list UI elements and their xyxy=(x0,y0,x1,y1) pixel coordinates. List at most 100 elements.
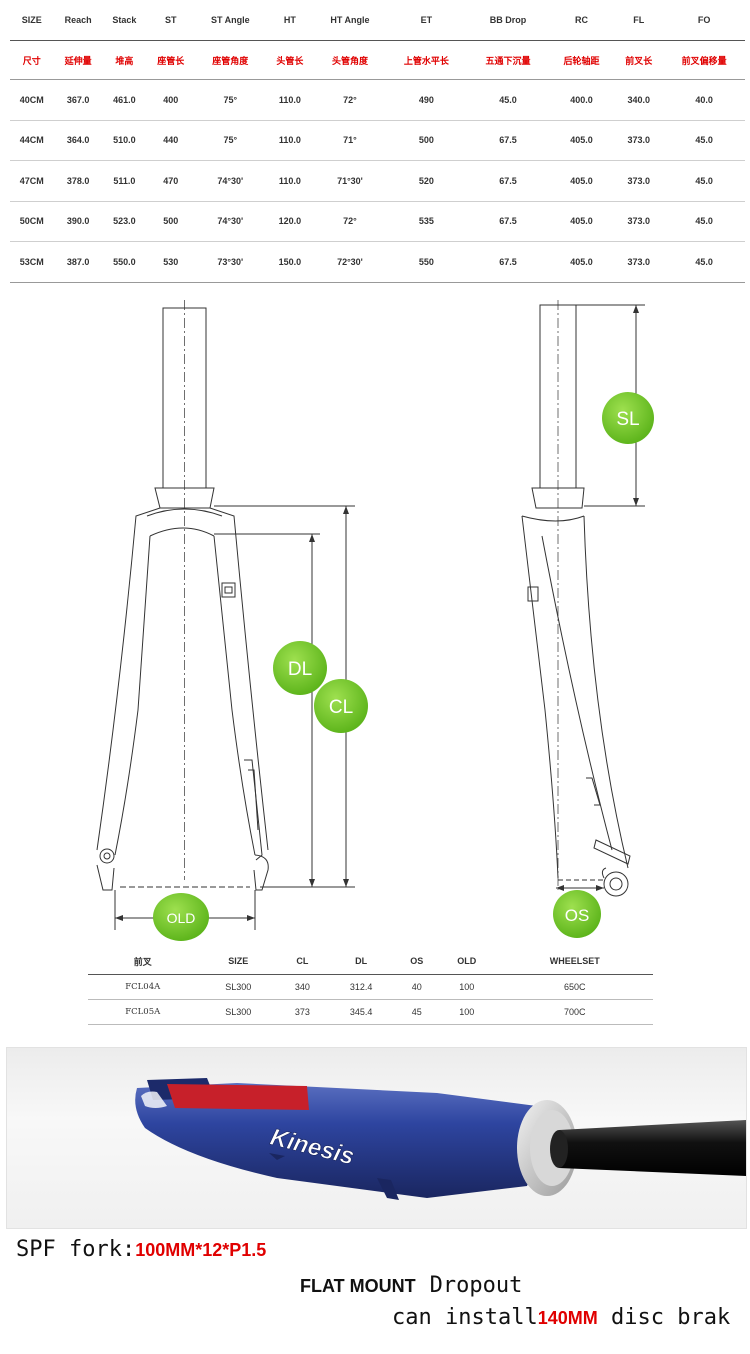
geometry-cell-2: 510.0 xyxy=(102,120,147,161)
geometry-cell-1: 390.0 xyxy=(53,201,103,242)
geometry-cell-5: 110.0 xyxy=(265,79,315,121)
geometry-header-cn-cell-7: 上管水平长 xyxy=(385,40,468,80)
svg-text:DL: DL xyxy=(288,659,312,680)
geometry-header-cn-cell-5: 头管长 xyxy=(265,40,315,80)
geometry-header-en-cell-6: HT Angle xyxy=(314,0,386,41)
geometry-cell-10: 373.0 xyxy=(614,120,664,161)
fork-diagram: SL DL CL OLD OS xyxy=(96,300,654,941)
fork-cell-0: FCL05A xyxy=(88,999,198,1025)
geometry-header-cn-cell-6: 头管角度 xyxy=(314,40,386,80)
geometry-header-en-cell-9: RC xyxy=(548,0,615,41)
geometry-cell-0: 53CM xyxy=(10,241,54,283)
geometry-cell-1: 367.0 xyxy=(53,79,103,121)
fork-front-view xyxy=(96,300,269,891)
product-photo: Kinesis xyxy=(6,1047,747,1229)
geometry-cell-6: 72° xyxy=(314,201,386,242)
geometry-cell-5: 150.0 xyxy=(265,241,315,283)
fork-cell-6: 700C xyxy=(496,999,653,1025)
geometry-cell-3: 530 xyxy=(146,241,196,283)
geometry-header-en-cell-8: BB Drop xyxy=(467,0,549,41)
geometry-header-cn-cell-3: 座管长 xyxy=(146,40,196,80)
geometry-cell-6: 72° xyxy=(314,79,386,121)
label-os: OS xyxy=(553,890,601,938)
caption-disc-brake: can install140MM disc brak xyxy=(392,1305,730,1330)
geometry-cell-0: 47CM xyxy=(10,160,54,202)
geometry-cell-8: 67.5 xyxy=(467,120,549,161)
geometry-cell-4: 75° xyxy=(195,79,266,121)
geometry-cell-2: 461.0 xyxy=(102,79,147,121)
geometry-cell-4: 74°30' xyxy=(195,201,266,242)
geometry-cell-7: 550 xyxy=(385,241,468,283)
geometry-cell-3: 500 xyxy=(146,201,196,242)
geometry-cell-11: 40.0 xyxy=(663,79,745,121)
geometry-header-en-cell-11: FO xyxy=(663,0,745,41)
label-sl: SL xyxy=(602,392,654,444)
fork-cell-4: 45 xyxy=(396,999,438,1025)
geometry-cell-11: 45.0 xyxy=(663,120,745,161)
fork-cell-2: 340 xyxy=(278,974,326,1000)
svg-text:OLD: OLD xyxy=(167,910,196,926)
geometry-cell-5: 120.0 xyxy=(265,201,315,242)
geometry-header-en-cell-7: ET xyxy=(385,0,468,41)
geometry-cell-9: 405.0 xyxy=(548,120,615,161)
geometry-header-en-cell-0: SIZE xyxy=(10,0,54,41)
caption-dropout: Dropout xyxy=(429,1273,523,1298)
geometry-cell-1: 387.0 xyxy=(53,241,103,283)
fork-cell-3: 312.4 xyxy=(325,974,397,1000)
fork-photo-steerer xyxy=(517,1100,746,1196)
geometry-header-en-cell-3: ST xyxy=(146,0,196,41)
fork-header-cell-5: OLD xyxy=(437,948,497,975)
fork-header-cell-2: CL xyxy=(278,948,326,975)
geometry-header-en-cell-5: HT xyxy=(265,0,315,41)
geometry-cell-7: 535 xyxy=(385,201,468,242)
fork-cell-4: 40 xyxy=(396,974,438,1000)
fork-cell-6: 650C xyxy=(496,974,653,1000)
geometry-cell-9: 405.0 xyxy=(548,241,615,283)
caption-install-suffix: disc brak xyxy=(597,1305,731,1330)
geometry-cell-5: 110.0 xyxy=(265,120,315,161)
label-dl: DL xyxy=(273,641,327,695)
geometry-cell-9: 400.0 xyxy=(548,79,615,121)
geometry-cell-2: 511.0 xyxy=(102,160,147,202)
geometry-header-en-cell-1: Reach xyxy=(53,0,103,41)
geometry-cell-1: 364.0 xyxy=(53,120,103,161)
fork-cell-2: 373 xyxy=(278,999,326,1025)
geometry-cell-4: 73°30' xyxy=(195,241,266,283)
geometry-header-cn-cell-9: 后轮轴距 xyxy=(548,40,615,80)
geometry-header-cn-cell-8: 五通下沉量 xyxy=(467,40,549,80)
geometry-cell-10: 373.0 xyxy=(614,160,664,202)
geometry-header-en-cell-2: Stack xyxy=(102,0,147,41)
geometry-cell-5: 110.0 xyxy=(265,160,315,202)
geometry-cell-6: 72°30' xyxy=(314,241,386,283)
geometry-cell-10: 373.0 xyxy=(614,241,664,283)
fork-header-cell-4: OS xyxy=(396,948,438,975)
fork-header-cell-0: 前叉 xyxy=(88,948,198,975)
geometry-cell-9: 405.0 xyxy=(548,160,615,202)
geometry-cell-6: 71° xyxy=(314,120,386,161)
geometry-cell-2: 550.0 xyxy=(102,241,147,283)
geometry-header-en-cell-10: FL xyxy=(614,0,664,41)
geometry-header-en-cell-4: ST Angle xyxy=(195,0,266,41)
caption-spf-fork: SPF fork:100MM*12*P1.5 xyxy=(16,1237,266,1262)
geometry-cell-11: 45.0 xyxy=(663,241,745,283)
svg-text:OS: OS xyxy=(565,906,590,925)
geometry-cell-10: 340.0 xyxy=(614,79,664,121)
geometry-cell-3: 470 xyxy=(146,160,196,202)
geometry-header-cn-cell-10: 前叉长 xyxy=(614,40,664,80)
caption-spf-spec: 100MM*12*P1.5 xyxy=(135,1240,267,1260)
fork-header-cell-1: SIZE xyxy=(197,948,279,975)
geometry-cell-8: 67.5 xyxy=(467,160,549,202)
geometry-cell-0: 44CM xyxy=(10,120,54,161)
geometry-cell-8: 45.0 xyxy=(467,79,549,121)
caption-install-prefix: can install xyxy=(392,1305,538,1330)
fork-header-cell-6: WHEELSET xyxy=(496,948,653,975)
